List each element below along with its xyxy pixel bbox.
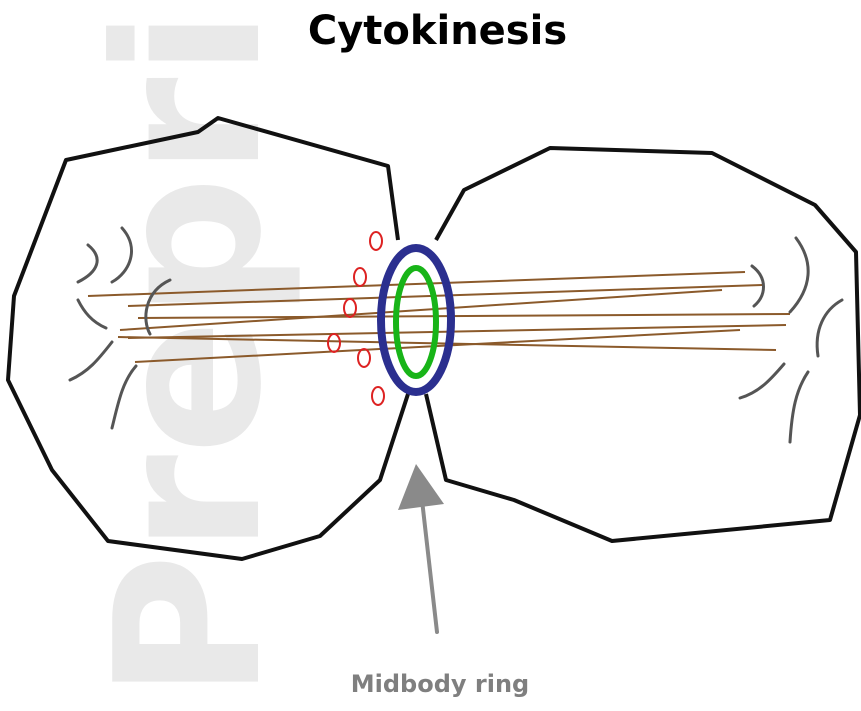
pointer-arrow: [398, 464, 444, 632]
chromosome: [790, 372, 808, 442]
vesicle: [354, 268, 366, 286]
vesicle: [328, 334, 340, 352]
title-text: Cytokinesis: [308, 8, 567, 54]
chromosome: [740, 364, 784, 398]
midbody-ring-label: Midbody ring: [300, 670, 580, 698]
watermark-text: Preprint: [73, 0, 306, 700]
diagram-title: Cytokinesis: [0, 8, 861, 54]
chromosome: [817, 300, 842, 356]
vesicle: [372, 387, 384, 405]
arrow-shaft: [422, 500, 437, 632]
vesicles: [328, 232, 384, 405]
watermark: Preprint: [73, 0, 306, 700]
vesicle: [358, 349, 370, 367]
vesicle: [370, 232, 382, 250]
chromosome: [790, 238, 808, 312]
right-chromosomes: [740, 238, 842, 442]
arrow-head: [398, 464, 444, 510]
